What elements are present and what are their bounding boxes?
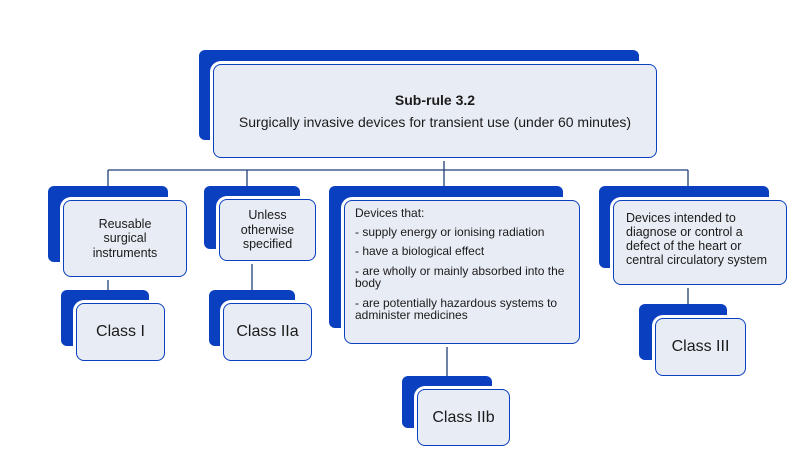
class-2-label: Class IIa — [236, 323, 299, 340]
branch-3-intro: Devices that: — [355, 206, 425, 220]
branch-3-node: Devices that: - supply energy or ionisin… — [344, 200, 580, 344]
branch-3-item: - supply energy or ionising radiation — [355, 224, 545, 239]
branch-4-node: Devices intended to diagnose or control … — [613, 200, 787, 285]
root-subtitle: Surgically invasive devices for transien… — [238, 113, 632, 130]
branch-4-label: Devices intended to diagnose or control … — [626, 211, 768, 267]
class-1-label: Class I — [96, 323, 145, 340]
class-3-label: Class IIb — [432, 408, 495, 426]
branch-2-label: Unless otherwise specified — [240, 208, 295, 252]
root-node: Sub-rule 3.2 Surgically invasive devices… — [213, 64, 657, 158]
branch-3-item: - have a biological effect — [355, 244, 485, 258]
branch-3-item: - are potentially hazardous systems to a… — [355, 295, 558, 322]
branch-3-item: - are wholly or mainly absorbed into the… — [355, 263, 565, 290]
class-4-label: Class III — [671, 338, 730, 355]
branch-1-node: Reusable surgical instruments — [63, 200, 187, 277]
root-title: Sub-rule 3.2 — [394, 91, 476, 108]
class-4-node: Class III — [655, 318, 746, 376]
class-3-node: Class IIb — [417, 389, 510, 446]
branch-2-node: Unless otherwise specified — [219, 199, 316, 261]
class-1-node: Class I — [76, 303, 165, 361]
branch-1-label: Reusable surgical instruments — [92, 216, 158, 260]
class-2-node: Class IIa — [223, 303, 312, 361]
